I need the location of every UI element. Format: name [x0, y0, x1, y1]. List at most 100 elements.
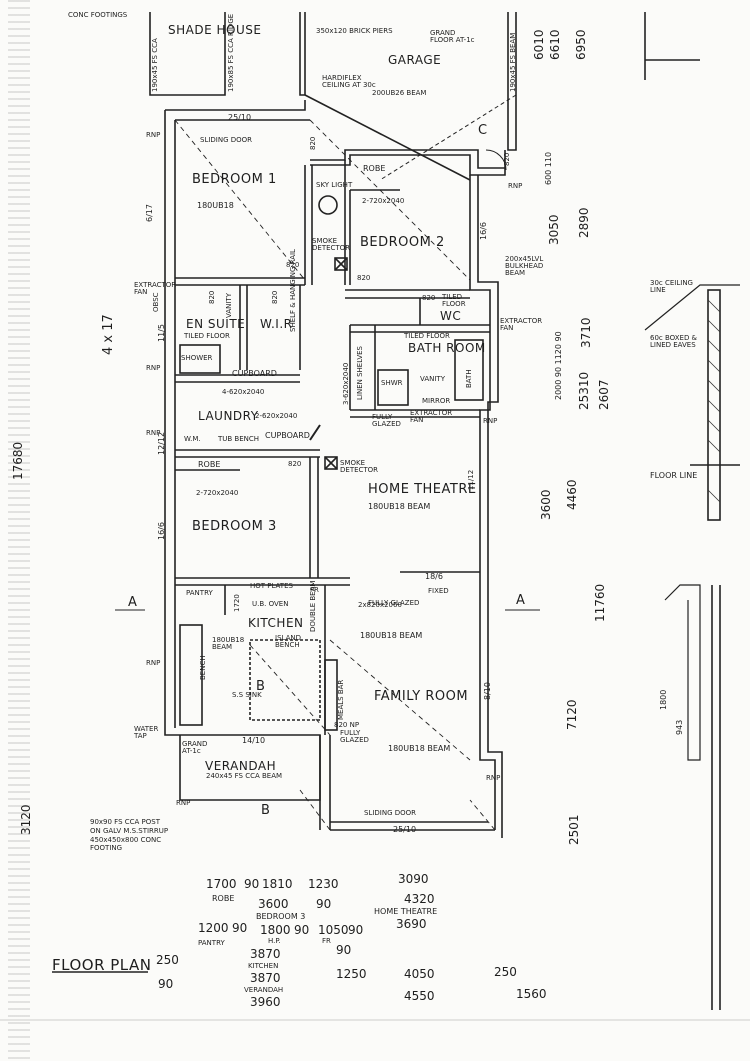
bottom-dim-hp: H.P.	[268, 937, 281, 945]
note-ub-oven: U.B. OVEN	[252, 600, 289, 608]
note-fixed: FIXED	[428, 587, 449, 595]
note-door-linen: 3-620x2040	[342, 362, 350, 405]
note-hot-plates: HOT PLATES	[250, 582, 293, 590]
dim-943: 943	[675, 719, 684, 735]
bottom-dim-3090: 3090	[398, 872, 429, 886]
note-shade-post1: 190x45 FS CCA	[151, 38, 159, 92]
dim-3120: 3120	[19, 804, 33, 835]
room-robe1: ROBE	[363, 164, 386, 173]
dim-820-f: 820	[208, 290, 216, 304]
dim-top-width: 25/10	[228, 113, 252, 122]
scan-edge-noise	[8, 0, 30, 1061]
bottom-dim-1560: 1560	[516, 987, 547, 1001]
bottom-dim-90c: 90	[232, 921, 248, 935]
room-garage: GARAGE	[388, 53, 442, 67]
dim-bed3-depth: 16/6	[157, 522, 166, 540]
room-family-room: FAMILY ROOM	[374, 689, 469, 704]
bottom-dim-90: 90	[244, 877, 260, 891]
note-family-upper-beam: 180UB18 BEAM	[360, 631, 423, 640]
note-wm: W.M.	[184, 435, 201, 443]
note-fr: FR	[310, 586, 319, 594]
note-ceiling-line: 30c CEILING LINE	[650, 279, 693, 294]
bottom-dim-verandah: VERANDAH	[244, 986, 284, 994]
dim-820-c: 820	[422, 294, 436, 302]
garage-right-wall	[507, 12, 517, 151]
note-shower: SHOWER	[181, 354, 213, 362]
smoke-detector-2	[324, 456, 338, 470]
dim-600-110: 600 110	[544, 151, 553, 185]
dim-820-h: 820	[503, 152, 511, 166]
note-bed1-beam: 180UB18	[197, 201, 234, 210]
bottom-dim-1800: 1800	[260, 923, 291, 937]
dim-1720: 1720	[233, 594, 241, 612]
dim-25310: 25310	[577, 371, 591, 410]
dim-rnp-1: RNP	[146, 131, 161, 139]
note-bath: BATH	[465, 369, 473, 388]
note-door-laundry-cupboard: 4-620x2040	[222, 388, 265, 396]
dim-bed2-depth: 16/6	[479, 222, 488, 240]
elevation-eaves	[644, 284, 740, 331]
dim-ensuite-11-5: 11/5	[157, 324, 166, 342]
meals-bar	[324, 659, 338, 731]
note-door-laundry: 2-620x2040	[255, 412, 298, 420]
outer-wall-right	[469, 175, 496, 830]
dim-6950: 6950	[574, 29, 588, 60]
bottom-dim-1230: 1230	[308, 877, 339, 891]
note-door-family: 2x820x2060	[358, 601, 402, 609]
bottom-dim-4320: 4320	[404, 892, 435, 906]
dim-verandah-14-10: 14/10	[242, 736, 266, 745]
bottom-dim-home-theatre: HOME THEATRE	[374, 907, 438, 916]
note-sliding-door-top: SLIDING DOOR	[200, 136, 253, 144]
dim-2000-90-1120: 2000 90 1120 90	[554, 331, 563, 400]
room-robe2: ROBE	[198, 460, 221, 469]
dim-rnp-3: RNP	[146, 659, 161, 667]
note-shwr: SHWR	[381, 379, 403, 387]
dim-3710: 3710	[579, 317, 593, 348]
room-bedroom2: BEDROOM 2	[360, 235, 445, 250]
room-ensuite: EN SUITE	[186, 317, 246, 331]
dim-6010: 6010	[532, 29, 546, 60]
note-boxed-eaves: 60c BOXED & LINED EAVES	[650, 334, 698, 349]
note-sky-light: SKY LIGHT	[316, 181, 353, 189]
dim-1800: 1800	[659, 689, 668, 710]
bottom-dim-1250: 1250	[336, 967, 367, 981]
section-marker-a-left: A	[128, 595, 137, 610]
room-home-theatre: HOME THEATRE	[368, 482, 477, 497]
note-smoke2: SMOKE DETECTOR	[340, 459, 379, 474]
room-pantry: PANTRY	[186, 589, 213, 597]
note-mirror: MIRROR	[422, 397, 451, 405]
room-shade-house: SHADE HOUSE	[168, 23, 262, 37]
dim-2607: 2607	[597, 379, 611, 410]
note-meals-bar: MEALS BAR	[337, 679, 345, 720]
room-kitchen: KITCHEN	[248, 616, 304, 630]
section-marker-b-bottom: B	[261, 803, 270, 818]
dim-820-e: 820	[309, 136, 317, 150]
sky-light	[318, 195, 338, 215]
shower-tray	[179, 344, 221, 374]
note-shade-post2: 190x85 FS CCA RIDGE	[227, 13, 235, 92]
note-extractor-fan-3: EXTRACTOR FAN	[410, 409, 453, 424]
dim-2890: 2890	[577, 207, 591, 238]
bottom-dim-3870b: 3870	[250, 971, 281, 985]
bottom-dim-3600: 3600	[258, 897, 289, 911]
shade-house-outline	[149, 12, 226, 96]
drawing-title: FLOOR PLAN	[52, 956, 152, 974]
note-linen-shelves: LINEN SHELVES	[356, 345, 364, 400]
note-cupboard-1: CUPBOARD	[232, 369, 277, 378]
note-family-beam: 180UB18 BEAM	[388, 744, 451, 753]
dim-family-8-10: 8/10	[483, 682, 492, 700]
bottom-dim-90f: 90	[336, 943, 352, 957]
bottom-dim-1700: 1700	[206, 877, 237, 891]
section-marker-b-top: B	[256, 679, 265, 694]
room-bathroom: BATH ROOM	[408, 341, 486, 355]
note-fully-glazed-1: FULLY GLAZED	[372, 413, 401, 428]
note-tiled-floor-bath: TILED FLOOR	[404, 332, 450, 340]
bottom-dim-90e: 90	[348, 923, 364, 937]
outer-wall-left	[164, 110, 180, 736]
note-hardiflex: HARDIFLEX CEILING AT 30c	[322, 74, 376, 89]
note-tub-bench: TUB BENCH	[218, 435, 260, 443]
bottom-dim-3690: 3690	[396, 917, 427, 931]
kitchen-bench-left	[179, 624, 203, 726]
dim-ht-18-14: 11/12	[467, 469, 475, 490]
bottom-dim-90-left: 90	[158, 977, 174, 991]
